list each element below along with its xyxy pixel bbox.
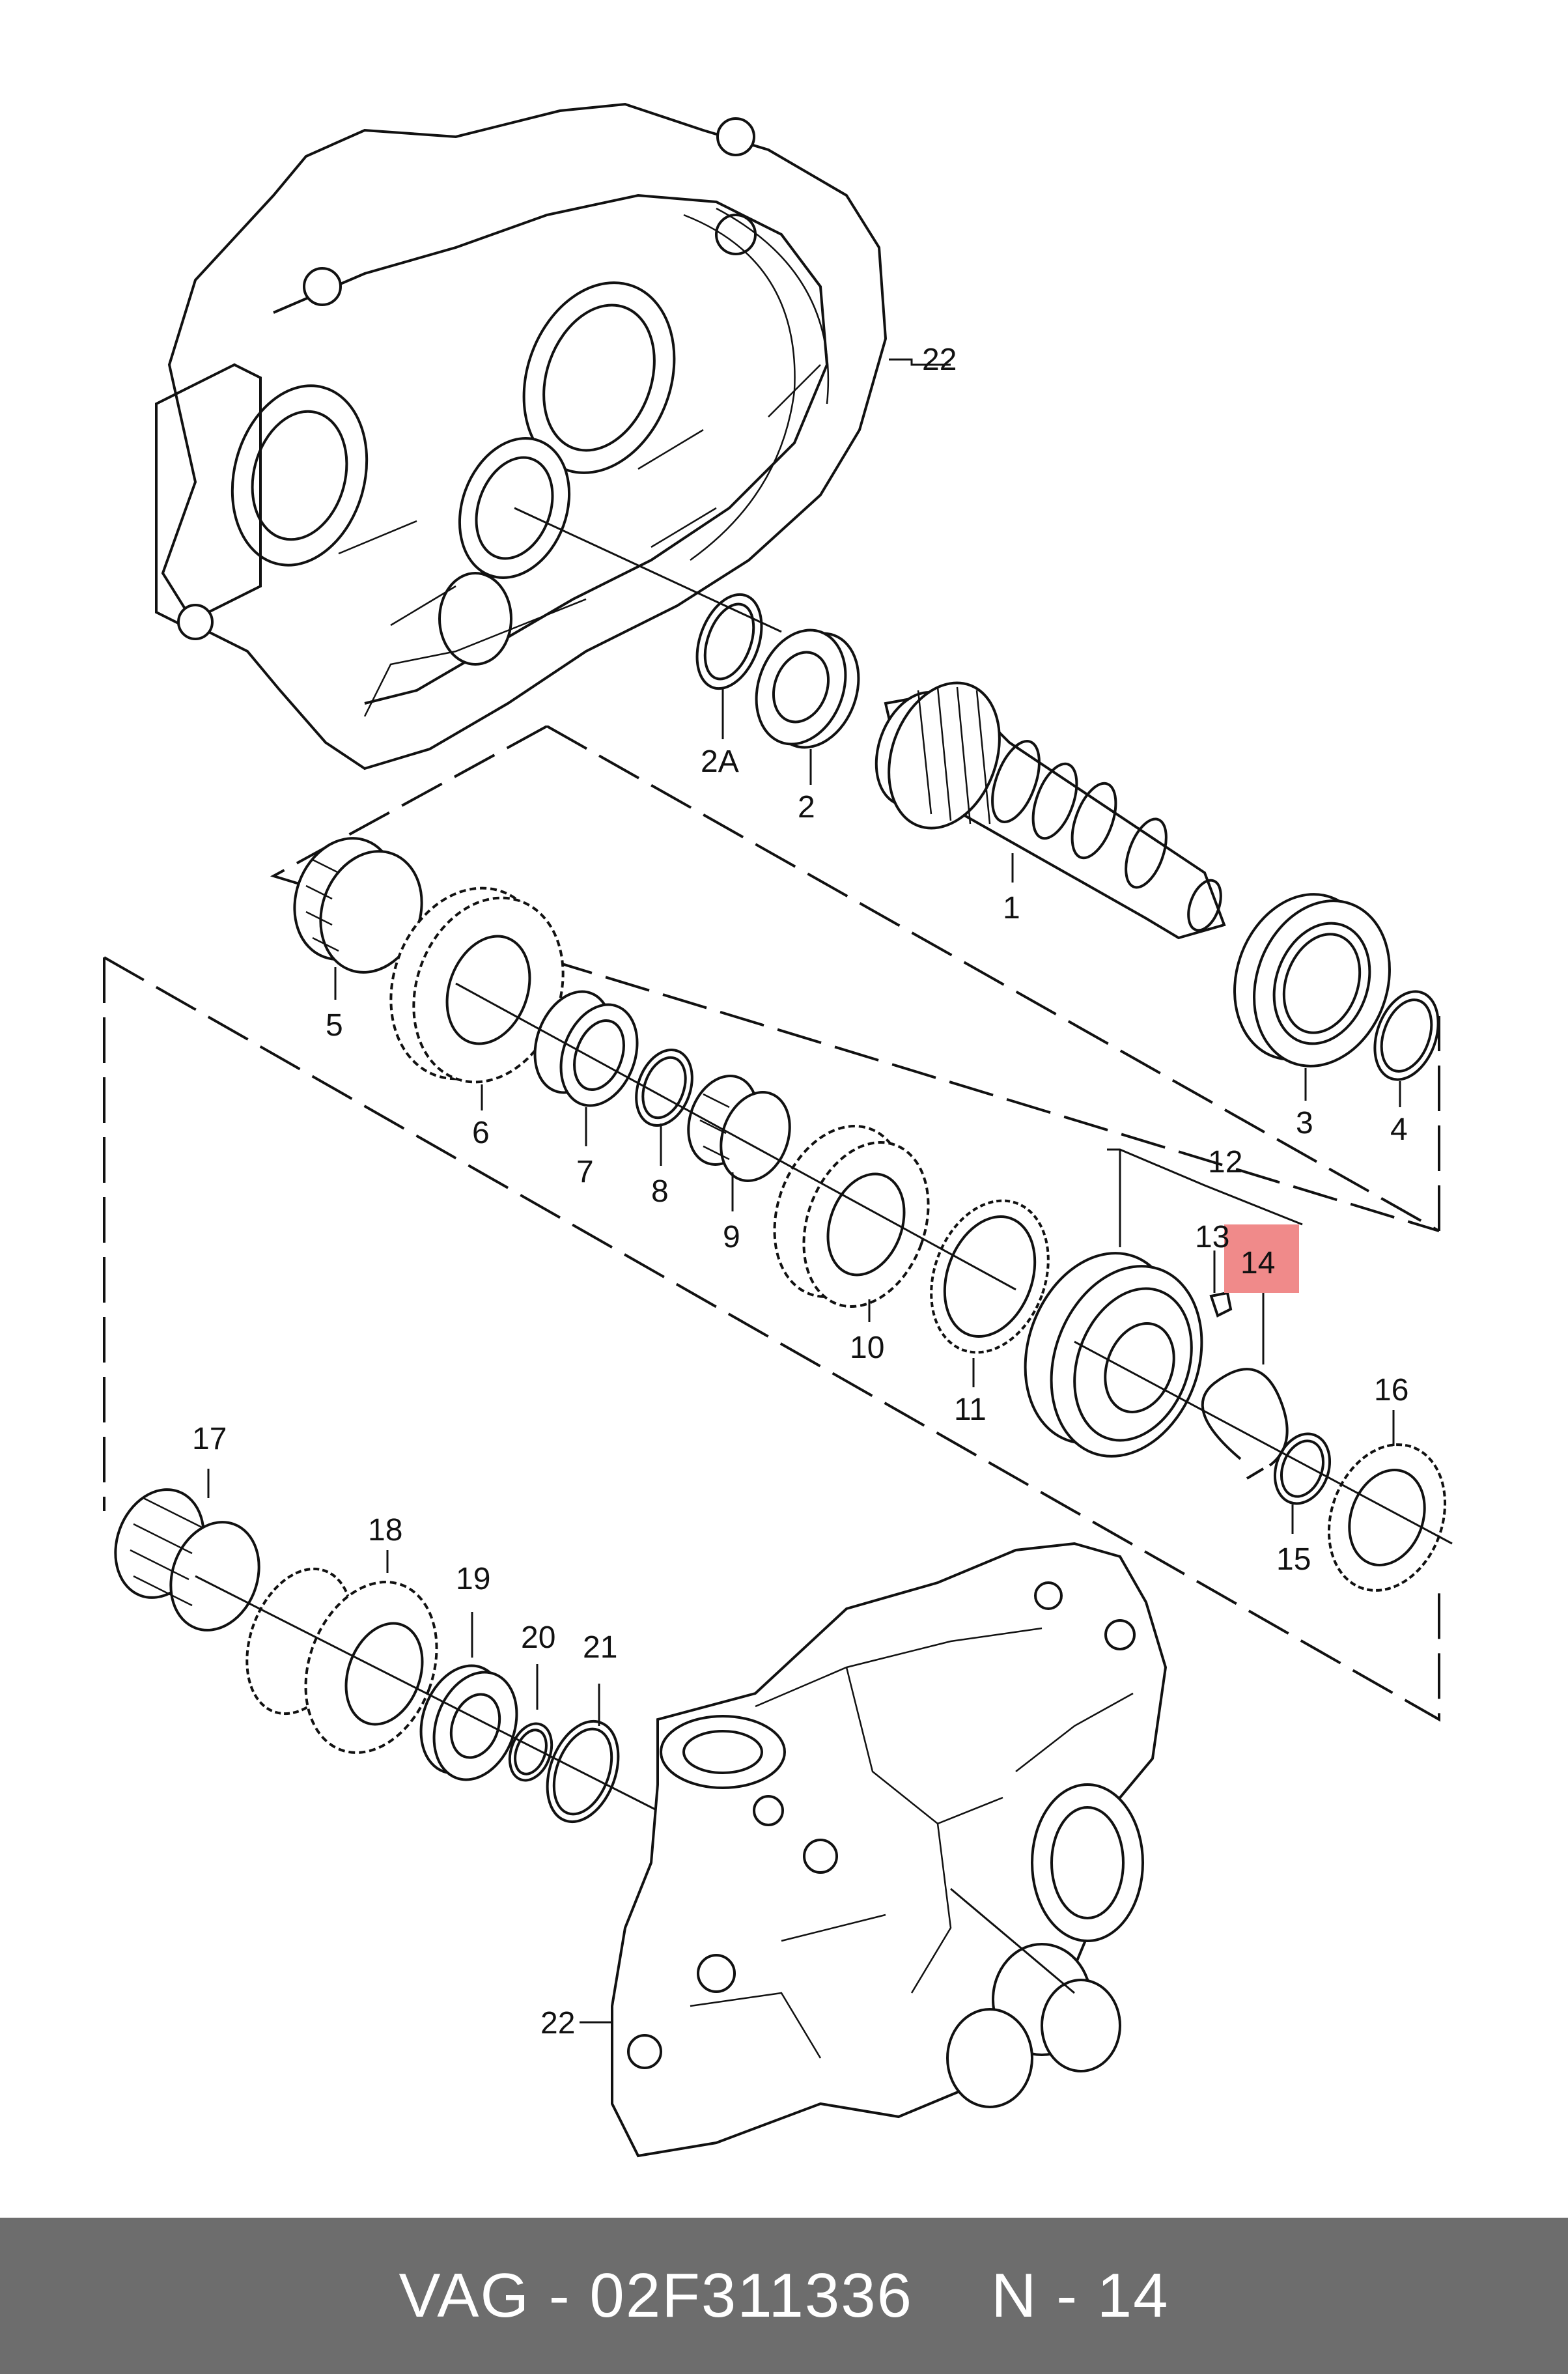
label-11: 11 — [954, 1392, 987, 1427]
part-4-circlip — [1373, 990, 1440, 1081]
leader-lines — [207, 358, 1401, 2024]
label-7: 7 — [576, 1155, 594, 1189]
label-2: 2 — [798, 790, 815, 825]
label-10: 10 — [850, 1331, 884, 1365]
label-17: 17 — [192, 1422, 227, 1456]
part-17-needle-bearing — [114, 1488, 260, 1632]
dashed-bracket-upper — [270, 725, 1440, 1232]
label-19: 19 — [456, 1562, 490, 1596]
part-9-needle-bearing — [687, 1075, 791, 1182]
part-12-synchro-hub — [1024, 1252, 1203, 1458]
axis-line-top — [514, 507, 782, 633]
part-number-text: VAG - 02F311336 — [399, 2261, 914, 2330]
part-16-gear — [1327, 1443, 1447, 1592]
label-20: 20 — [521, 1620, 555, 1655]
footer-bar: VAG - 02F311336 N - 14 — [0, 2218, 1568, 2374]
part-8-circlip — [635, 1048, 693, 1127]
part-5-needle-bearing — [293, 837, 423, 974]
part-21-shim — [546, 1719, 620, 1824]
label-15: 15 — [1276, 1542, 1311, 1577]
label-18: 18 — [368, 1513, 402, 1547]
transmission-housing-top — [155, 102, 888, 770]
label-12: 12 — [1208, 1145, 1242, 1180]
label-9: 9 — [723, 1220, 740, 1254]
label-14: 14 — [1240, 1246, 1275, 1280]
label-16: 16 — [1374, 1373, 1408, 1407]
label-22-top: 22 — [922, 343, 957, 377]
exploded-parts-diagram: 22 2A 2 1 3 4 5 6 7 8 9 10 11 12 13 14 1… — [103, 102, 1453, 2158]
label-6: 6 — [472, 1116, 490, 1150]
part-labels: 22 2A 2 1 3 4 5 6 7 8 9 10 11 12 13 14 1… — [192, 343, 1408, 2041]
part-3-bearing — [1233, 893, 1391, 1067]
highlight-box-14 — [1224, 1224, 1299, 1293]
label-21: 21 — [583, 1630, 617, 1665]
label-5: 5 — [326, 1008, 343, 1043]
label-2a: 2A — [701, 744, 739, 779]
part-10-gear — [773, 1125, 930, 1308]
dashed-bracket-lower — [103, 956, 1440, 1722]
part-18-gear — [245, 1567, 438, 1754]
part-6-gear — [389, 886, 565, 1084]
part-2a-circlip — [695, 593, 763, 690]
part-14-snap-ring — [1201, 1368, 1289, 1480]
part-1-input-shaft — [875, 681, 1226, 940]
part-13-spring — [1209, 1291, 1233, 1318]
part-2-bearing — [755, 629, 860, 749]
label-1: 1 — [1003, 891, 1020, 926]
transmission-housing-bottom — [611, 1542, 1168, 2158]
callout-text: N - 14 — [991, 2261, 1169, 2330]
part-15-circlip — [1273, 1432, 1332, 1505]
label-22-bottom: 22 — [540, 2006, 575, 2041]
label-8: 8 — [651, 1174, 669, 1209]
part-19-bearing — [419, 1664, 518, 1781]
label-3: 3 — [1296, 1106, 1313, 1140]
label-13: 13 — [1195, 1220, 1229, 1254]
part-7-bush — [533, 990, 639, 1107]
label-4: 4 — [1390, 1112, 1408, 1147]
part-20-circlip — [508, 1722, 553, 1782]
